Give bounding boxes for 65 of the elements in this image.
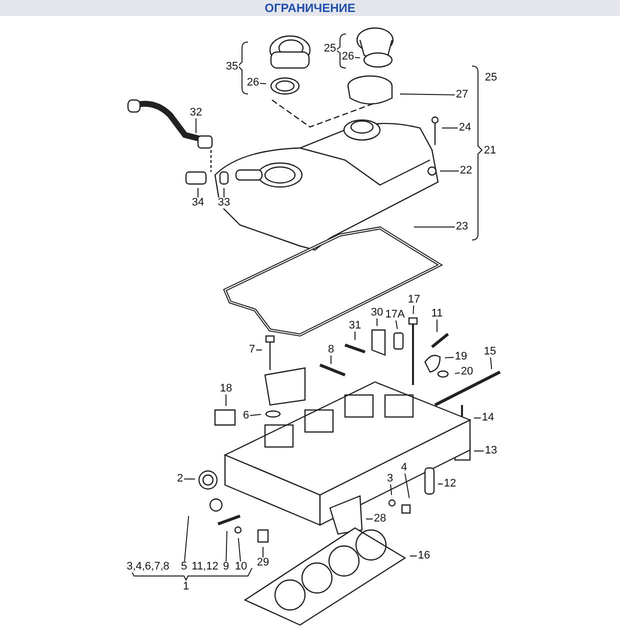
leader-line — [404, 473, 410, 499]
callout-number: 3 — [386, 474, 394, 484]
leader-line — [440, 170, 460, 172]
callout-number: 10 — [234, 562, 248, 572]
leader-line — [412, 305, 414, 314]
leader-line — [260, 82, 266, 84]
leader-line — [474, 450, 484, 452]
leader-line — [354, 331, 356, 340]
callout-number: 16 — [416, 550, 432, 562]
leader-line — [454, 372, 460, 374]
leader-line — [250, 414, 262, 416]
leader-line — [444, 356, 454, 358]
callout-number: 8 — [326, 344, 336, 356]
callout-number: 26 — [246, 78, 260, 88]
leader-line — [184, 478, 196, 480]
leader-line — [395, 320, 398, 330]
callout-number: 21 — [482, 146, 498, 156]
callout-number: 4 — [400, 462, 408, 474]
callout-number: 34 — [190, 198, 206, 208]
callout-number: 25 — [322, 44, 338, 54]
leader-line — [390, 484, 392, 496]
callout-number: 12 — [442, 478, 458, 490]
leader-line — [414, 226, 456, 228]
callout-number: 26 — [340, 52, 356, 62]
callout-number: 27 — [454, 90, 470, 100]
callout-number: 9 — [222, 562, 230, 572]
callout-number: 30 — [370, 308, 384, 318]
callout-number: 3,4,6,7,8 — [126, 562, 170, 572]
leader-line — [262, 546, 264, 558]
leader-line — [366, 518, 374, 520]
callout-number: 24 — [458, 122, 472, 134]
callout-number: 5 — [180, 562, 188, 572]
callout-number: 13 — [484, 446, 498, 456]
leader-line — [376, 318, 378, 326]
leader-line — [354, 56, 360, 58]
leader-line — [330, 355, 332, 364]
callout-number: 22 — [458, 166, 474, 176]
callout-number: 6 — [242, 410, 250, 422]
callout-number: 31 — [348, 320, 362, 332]
callout-number: 20 — [460, 366, 474, 378]
callout-number: 7 — [248, 344, 256, 356]
leader-line — [226, 530, 228, 562]
callout-number: 1 — [182, 582, 190, 592]
leader-line — [436, 319, 438, 332]
leader-line — [184, 515, 190, 562]
callout-number: 11 — [430, 308, 444, 320]
callout-number: 25 — [484, 72, 498, 84]
callout-number: 19 — [454, 352, 468, 362]
callout-number: 17 — [406, 294, 422, 306]
callout-number: 11,12 — [190, 562, 220, 572]
callout-number: 29 — [256, 558, 270, 568]
callout-number: 28 — [372, 514, 388, 524]
callout-number: 2 — [176, 474, 184, 484]
leader-line — [400, 94, 456, 96]
leader-line — [238, 537, 241, 562]
leader-line — [490, 357, 492, 370]
callout-number: 32 — [188, 108, 204, 118]
page-header-text: ОГРАНИЧЕНИЕ — [0, 0, 620, 16]
callout-number: 15 — [482, 346, 498, 358]
callout-number: 18 — [218, 384, 234, 394]
callout-number: 33 — [216, 198, 232, 208]
callout-number: 17A — [384, 310, 406, 320]
callout-number: 35 — [224, 62, 240, 72]
callout-number: 14 — [480, 412, 496, 424]
callout-number: 23 — [454, 222, 470, 232]
